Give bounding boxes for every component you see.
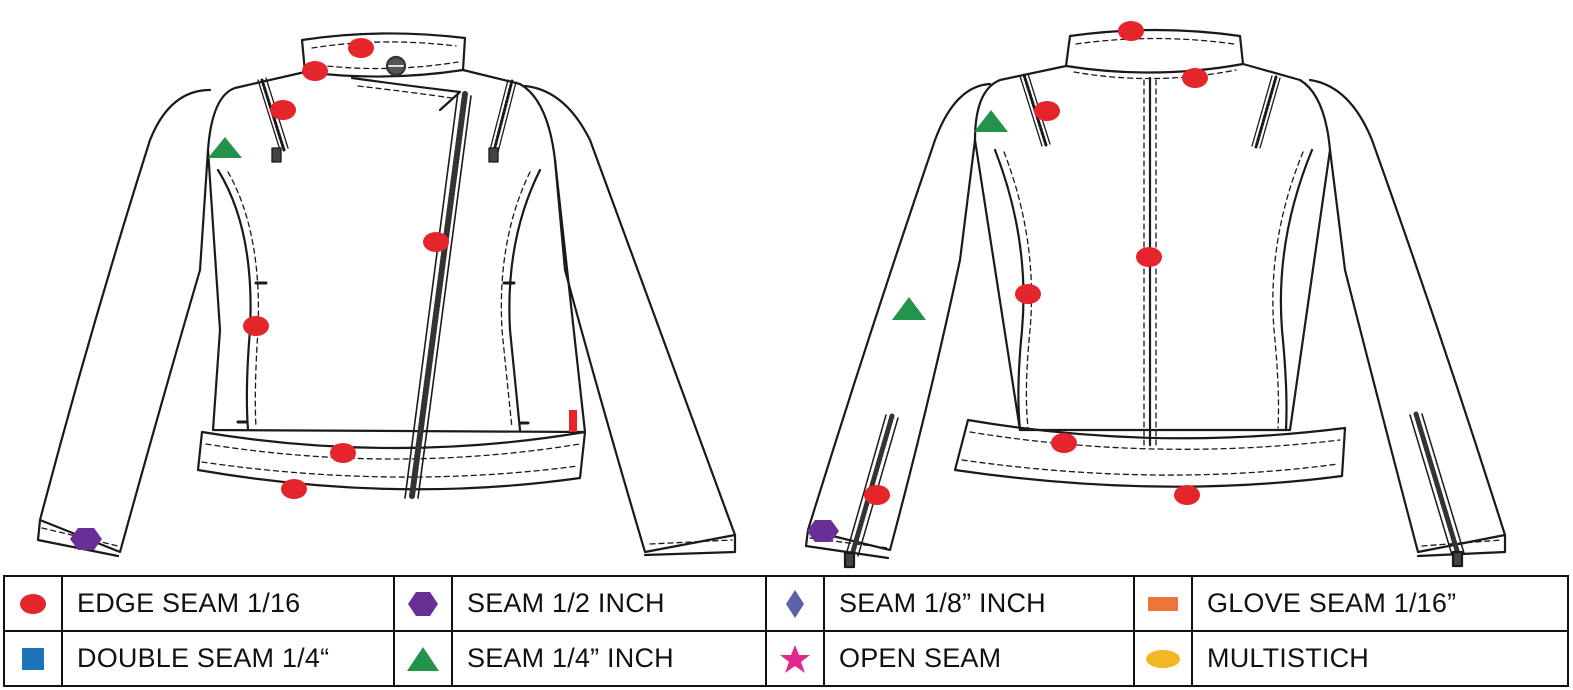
edge-seam-marker <box>1182 68 1208 88</box>
edge-seam-marker <box>281 479 307 499</box>
legend-symbol-cell <box>3 630 63 687</box>
edge-seam-marker <box>1051 433 1077 453</box>
edge-seam-marker <box>423 232 449 252</box>
legend-label: SEAM 1/4” INCH <box>451 630 767 687</box>
back-body <box>973 62 1332 432</box>
legend-label: MULTISTICH <box>1191 630 1569 687</box>
purple-hexagon-icon <box>408 591 438 616</box>
legend-row: EDGE SEAM 1/16 SEAM 1/2 INCH SEAM 1/8” I… <box>3 575 1569 632</box>
legend-symbol-cell <box>1133 630 1193 687</box>
blue-diamond-icon <box>786 589 804 618</box>
legend-table: EDGE SEAM 1/16 SEAM 1/2 INCH SEAM 1/8” I… <box>3 575 1569 687</box>
legend-row: DOUBLE SEAM 1/4“ SEAM 1/4” INCH OPEN SEA… <box>3 630 1569 687</box>
back-hem-band <box>953 418 1347 488</box>
yellow-oval-icon <box>1146 649 1180 668</box>
legend-label: EDGE SEAM 1/16 <box>61 575 395 632</box>
orange-rectangle-icon <box>1148 596 1178 611</box>
front-jacket <box>36 32 737 558</box>
legend-label: SEAM 1/8” INCH <box>823 575 1135 632</box>
blue-square-icon <box>22 647 44 670</box>
back-shoulder-zipper-right <box>1251 75 1281 149</box>
front-left-sleeve <box>38 88 212 554</box>
front-main-zipper <box>404 91 472 499</box>
legend-symbol-cell <box>3 575 63 632</box>
legend-symbol-cell <box>393 575 453 632</box>
back-collar <box>1064 28 1245 74</box>
green-triangle-icon <box>407 646 439 671</box>
jacket-seam-diagram <box>36 21 1507 569</box>
pink-star-icon <box>780 644 810 673</box>
edge-seam-marker <box>1034 101 1060 121</box>
edge-seam-marker <box>302 61 328 81</box>
seam-legend: EDGE SEAM 1/16 SEAM 1/2 INCH SEAM 1/8” I… <box>0 575 1573 690</box>
edge-seam-marker <box>1136 247 1162 267</box>
back-left-sleeve <box>806 82 992 552</box>
back-cuff-zipper-left <box>843 413 899 569</box>
legend-symbol-cell <box>393 630 453 687</box>
edge-seam-marker <box>243 316 269 336</box>
edge-seam-marker <box>270 100 296 120</box>
back-right-sleeve <box>1308 78 1507 554</box>
edge-seam-marker <box>864 485 890 505</box>
seam-markers <box>70 21 1208 550</box>
seam-quarter-marker <box>208 137 242 158</box>
legend-label: SEAM 1/2 INCH <box>451 575 767 632</box>
edge-seam-marker <box>1015 284 1041 304</box>
front-right-sleeve <box>523 84 737 554</box>
front-shoulder-zipper-left <box>257 77 289 163</box>
back-jacket <box>804 28 1507 569</box>
edge-seam-marker <box>348 38 374 58</box>
front-shoulder-zipper-right <box>488 79 517 163</box>
legend-symbol-cell <box>765 630 825 687</box>
legend-symbol-cell <box>765 575 825 632</box>
seam-quarter-marker <box>974 110 1008 132</box>
seam-half-marker <box>70 528 102 550</box>
legend-label: OPEN SEAM <box>823 630 1135 687</box>
red-dot-icon <box>20 593 46 614</box>
front-hem-band <box>196 430 587 491</box>
edge-seam-marker <box>1118 21 1144 41</box>
legend-label: GLOVE SEAM 1/16” <box>1191 575 1569 632</box>
back-cuff-zipper-right <box>1409 411 1465 568</box>
legend-symbol-cell <box>1133 575 1193 632</box>
seam-half-marker <box>807 520 839 542</box>
seam-quarter-marker <box>892 297 926 320</box>
front-body <box>206 68 587 434</box>
edge-seam-marker <box>330 443 356 463</box>
edge-seam-marker <box>1174 485 1200 505</box>
legend-label: DOUBLE SEAM 1/4“ <box>61 630 395 687</box>
